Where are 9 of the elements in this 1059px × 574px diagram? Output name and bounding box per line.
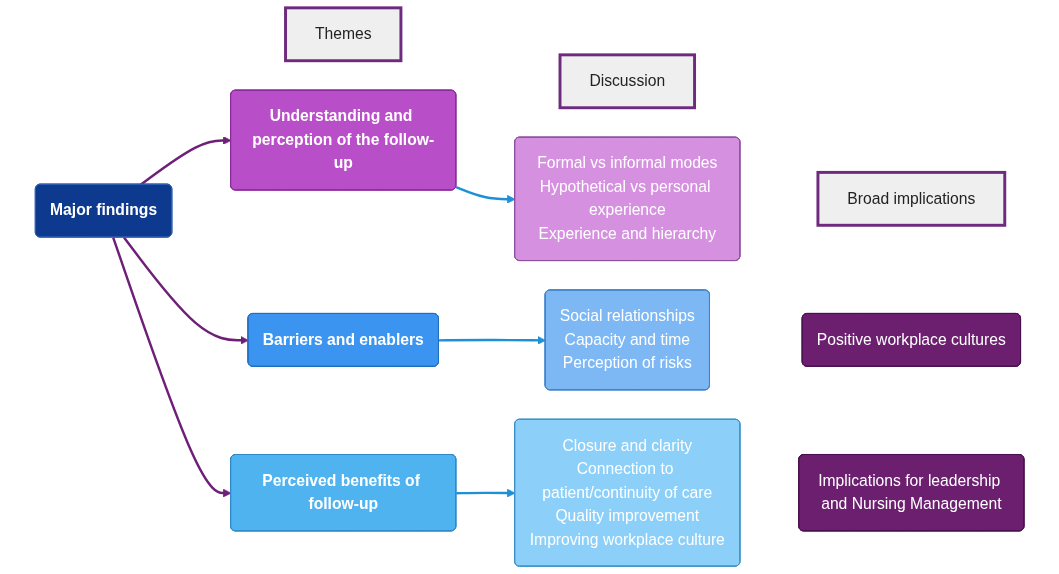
arrow — [139, 136, 232, 186]
arrow — [438, 336, 546, 345]
arrow — [455, 185, 516, 204]
node-box: Broad implications — [816, 170, 1007, 227]
arrow — [456, 488, 516, 498]
node-box: Themes — [283, 6, 403, 63]
arrow — [111, 237, 232, 498]
arrow — [122, 236, 249, 345]
node-box: Discussion — [558, 53, 696, 110]
